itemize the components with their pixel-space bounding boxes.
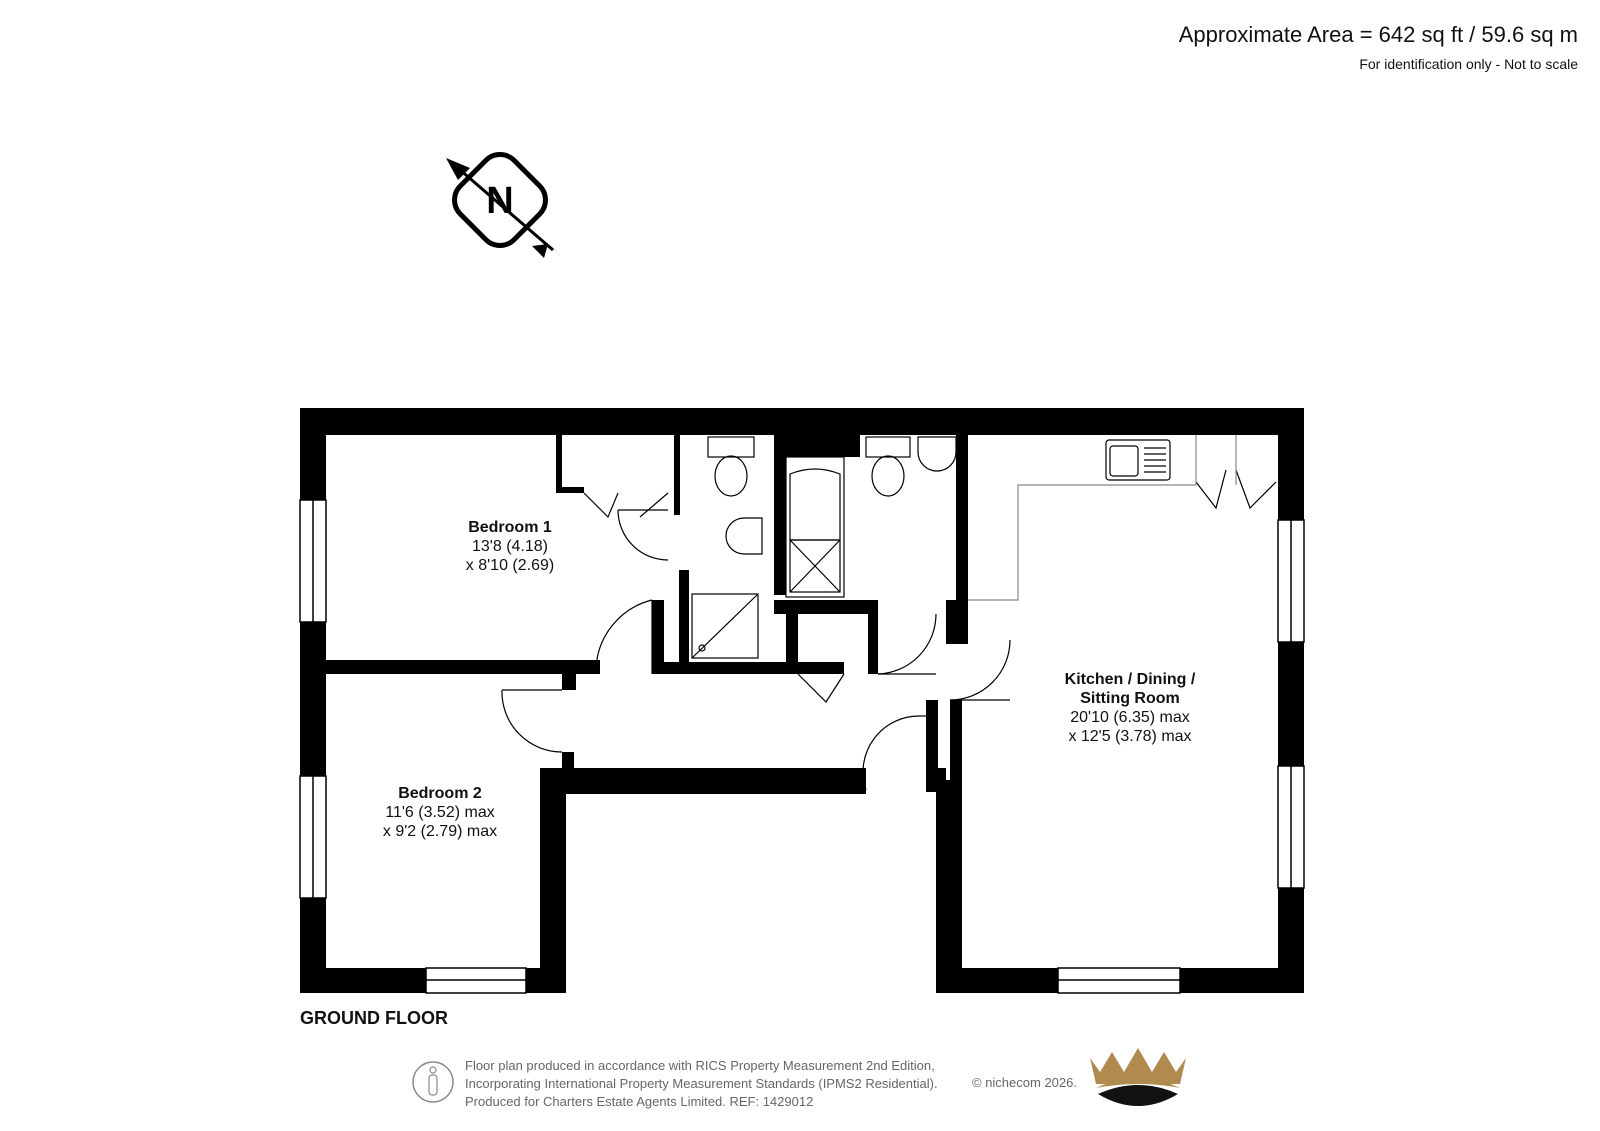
room-name: Bedroom 1 [468,519,552,536]
room-dimension: x 9'2 (2.79) max [382,823,498,840]
room-dimension: x 12'5 (3.78) max [1068,728,1192,745]
compass-icon: N [446,152,560,258]
room-kitchen-dining-sitting: Kitchen / Dining / Sitting Room 20'10 (6… [1040,670,1220,746]
footer-text: Floor plan produced in accordance with R… [465,1057,938,1111]
floor-label: GROUND FLOOR [300,1008,448,1028]
room-dimension: 11'6 (3.52) max [385,804,495,821]
bathroom-fixtures [785,436,957,598]
footer-line: Incorporating International Property Mea… [465,1076,938,1091]
kitchen-sink-icon [1105,439,1171,481]
room-name: Bedroom 2 [398,785,482,802]
scale-note: For identification only - Not to scale [1359,56,1578,72]
footer-line: Floor plan produced in accordance with R… [465,1058,935,1073]
doors [501,469,1277,791]
compass-letter: N [486,180,513,222]
room-bedroom-1: Bedroom 1 13'8 (4.18) x 8'10 (2.69) [440,518,580,575]
room-dimension: 13'8 (4.18) [472,538,548,555]
approximate-area: Approximate Area = 642 sq ft / 59.6 sq m [1178,22,1578,47]
ensuite-fixtures [691,436,763,659]
rics-person-icon [412,1061,454,1103]
room-dimension: 20'10 (6.35) max [1070,709,1190,726]
room-dimension: x 8'10 (2.69) [465,557,555,574]
copyright: © nichecom 2026. [972,1075,1077,1090]
footer-line: Produced for Charters Estate Agents Limi… [465,1094,814,1109]
crown-logo-icon [1090,1048,1186,1106]
room-name: Kitchen / Dining / [1064,671,1196,688]
kitchen-worktop [968,435,1237,601]
windows [299,499,1305,994]
room-name: Sitting Room [1080,690,1180,707]
room-bedroom-2: Bedroom 2 11'6 (3.52) max x 9'2 (2.79) m… [360,784,520,841]
